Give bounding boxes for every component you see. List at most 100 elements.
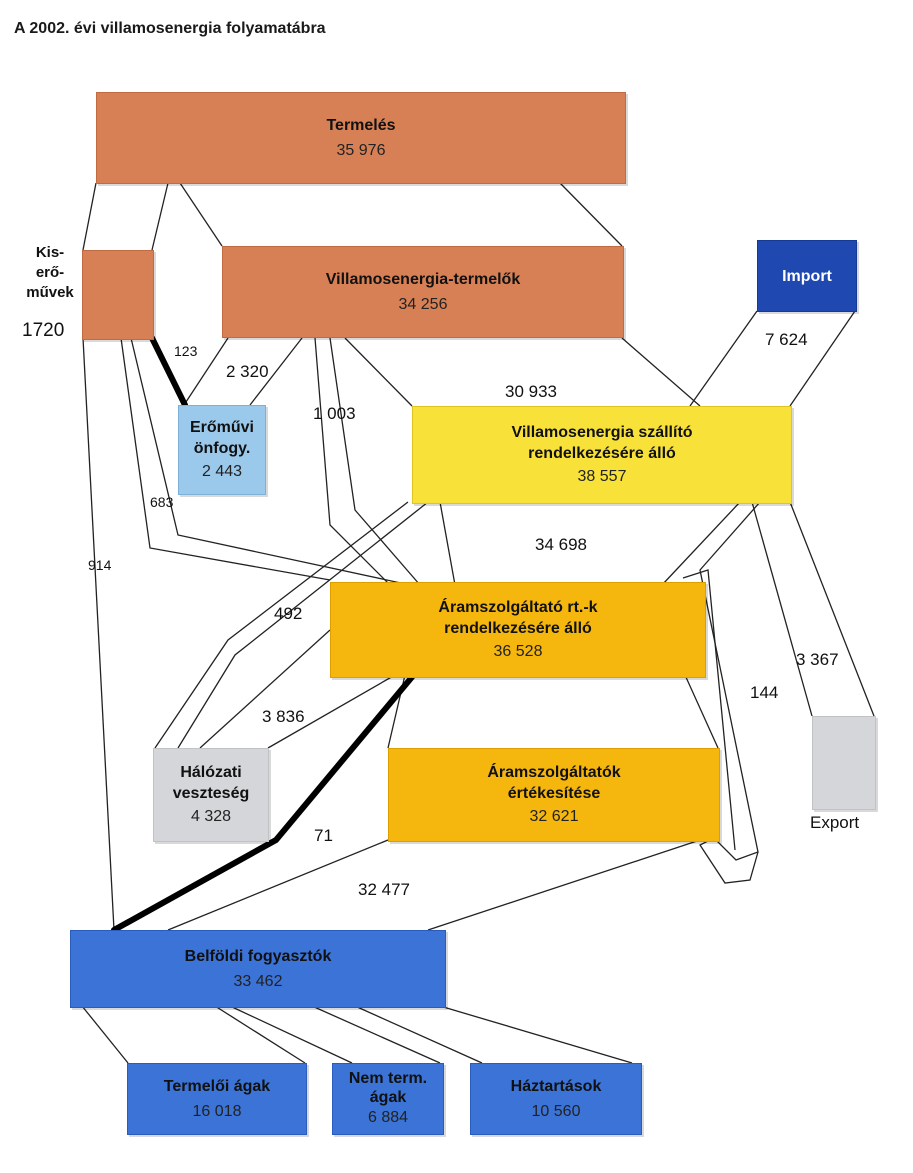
flow-line: [199, 629, 331, 749]
flow-label: 683: [150, 494, 174, 510]
flow-line: [130, 337, 411, 586]
node-kiseromuvek-value: 1720: [22, 320, 65, 341]
node-name: Belföldi fogyasztók: [184, 947, 332, 965]
flow-line: [267, 674, 396, 749]
node-onfogy: Erőművi önfogy. 2 443: [178, 405, 266, 495]
node-name: Termelői ágak: [163, 1077, 271, 1095]
flow-line: [661, 501, 741, 586]
node-value: 38 557: [577, 468, 627, 485]
node-name: Import: [782, 267, 832, 285]
flow-line-bold: [111, 674, 415, 933]
flow-label: 7 624: [765, 330, 808, 349]
node-name: Villamosenergia szállító rendelkezésére …: [511, 422, 692, 464]
flow-line: [439, 501, 456, 586]
page-title: A 2002. évi villamosenergia folyamatábra: [14, 20, 326, 37]
name-line: Áramszolgáltató rt.-k: [438, 599, 598, 616]
node-value: 36 528: [493, 643, 543, 660]
flow-line: [120, 337, 331, 581]
node-export: [812, 716, 876, 810]
flow-line: [183, 337, 229, 406]
flow-line: [751, 501, 813, 717]
label-line: művek: [26, 284, 74, 301]
flow-line: [151, 182, 169, 251]
flow-line: [689, 310, 758, 407]
node-szallito: Villamosenergia szállító rendelkezésére …: [412, 406, 792, 504]
node-value: 10 560: [531, 1102, 581, 1120]
node-termelok: Villamosenergia-termelők 34 256: [222, 246, 624, 338]
label-line: erő-: [35, 264, 65, 281]
node-kiseromuvek-label: Kis- erő- művek: [18, 243, 82, 303]
flow-line: [684, 674, 719, 749]
flow-line: [81, 1005, 129, 1064]
flow-label: 71: [314, 826, 333, 845]
flow-label: 123: [174, 343, 198, 359]
name-line: önfogy.: [193, 440, 251, 457]
flow-label: 492: [274, 604, 303, 623]
flow-line: [354, 1005, 483, 1064]
flow-line: [154, 501, 409, 749]
node-halozati: Hálózati veszteség 4 328: [153, 748, 269, 842]
flow-line: [167, 839, 389, 931]
name-line: rendelkezésére álló: [444, 620, 592, 637]
flow-line: [229, 1005, 353, 1064]
flow-line-bold: [149, 335, 188, 408]
node-value: 32 621: [529, 808, 579, 825]
flow-line: [311, 1005, 441, 1064]
flow-line: [682, 569, 736, 851]
node-aramszolgaltato: Áramszolgáltató rt.-k rendelkezésére áll…: [330, 582, 706, 678]
flow-line: [249, 337, 303, 406]
node-name: Nem term. ágak: [349, 1069, 427, 1107]
node-value: 34 256: [398, 295, 448, 313]
flow-line: [439, 1005, 633, 1064]
flow-line: [82, 182, 97, 251]
flow-label: 32 477: [358, 880, 410, 899]
name-line: Hálózati: [180, 764, 242, 781]
name-line: Villamosenergia szállító: [511, 424, 693, 441]
flow-label: 34 698: [535, 535, 587, 554]
node-value: 35 976: [336, 141, 386, 159]
node-name: Termelés: [326, 116, 396, 134]
flow-label: 1 003: [313, 404, 356, 423]
name-line: Erőművi: [189, 419, 254, 436]
node-kiseromuvek: [82, 250, 154, 340]
name-line: értékesítése: [507, 785, 601, 802]
node-nemterm: Nem term. ágak 6 884: [332, 1063, 444, 1135]
flow-line: [559, 182, 623, 247]
node-value: 16 018: [192, 1102, 242, 1120]
node-name: Villamosenergia-termelők: [325, 270, 521, 288]
node-name: Hálózati veszteség: [173, 762, 250, 804]
flow-label: 3 836: [262, 707, 305, 726]
flow-line: [82, 337, 115, 931]
node-termeles: Termelés 35 976: [96, 92, 626, 184]
node-haztartas: Háztartások 10 560: [470, 1063, 642, 1135]
node-export-label: Export: [810, 813, 860, 832]
node-name: Áramszolgáltató rt.-k rendelkezésére áll…: [438, 597, 597, 639]
node-termeloi: Termelői ágak 16 018: [127, 1063, 307, 1135]
name-line: Áramszolgáltatók: [487, 764, 621, 781]
flow-line: [177, 501, 429, 749]
name-line: ágak: [369, 1089, 407, 1106]
flow-label: 2 320: [226, 362, 269, 381]
node-belfoldi: Belföldi fogyasztók 33 462: [70, 930, 446, 1008]
flow-line: [214, 1005, 306, 1064]
flow-line: [427, 839, 701, 931]
flow-line: [179, 182, 223, 247]
flow-line: [789, 310, 856, 407]
node-import: Import: [757, 240, 857, 312]
flow-line: [344, 337, 413, 407]
node-name: Áramszolgáltatók értékesítése: [487, 762, 620, 804]
name-line: veszteség: [172, 785, 250, 802]
flow-line: [789, 501, 875, 717]
node-ertekesites: Áramszolgáltatók értékesítése 32 621: [388, 748, 720, 842]
name-line: rendelkezésére álló: [528, 445, 676, 462]
flow-line: [621, 337, 701, 407]
node-name: Erőművi önfogy.: [190, 417, 254, 459]
node-value: 6 884: [367, 1109, 409, 1126]
node-value: 2 443: [201, 463, 243, 480]
flow-label: 144: [750, 683, 779, 702]
node-value: 4 328: [190, 808, 232, 825]
node-value: 33 462: [233, 972, 283, 990]
name-line: Nem term.: [348, 1070, 428, 1087]
